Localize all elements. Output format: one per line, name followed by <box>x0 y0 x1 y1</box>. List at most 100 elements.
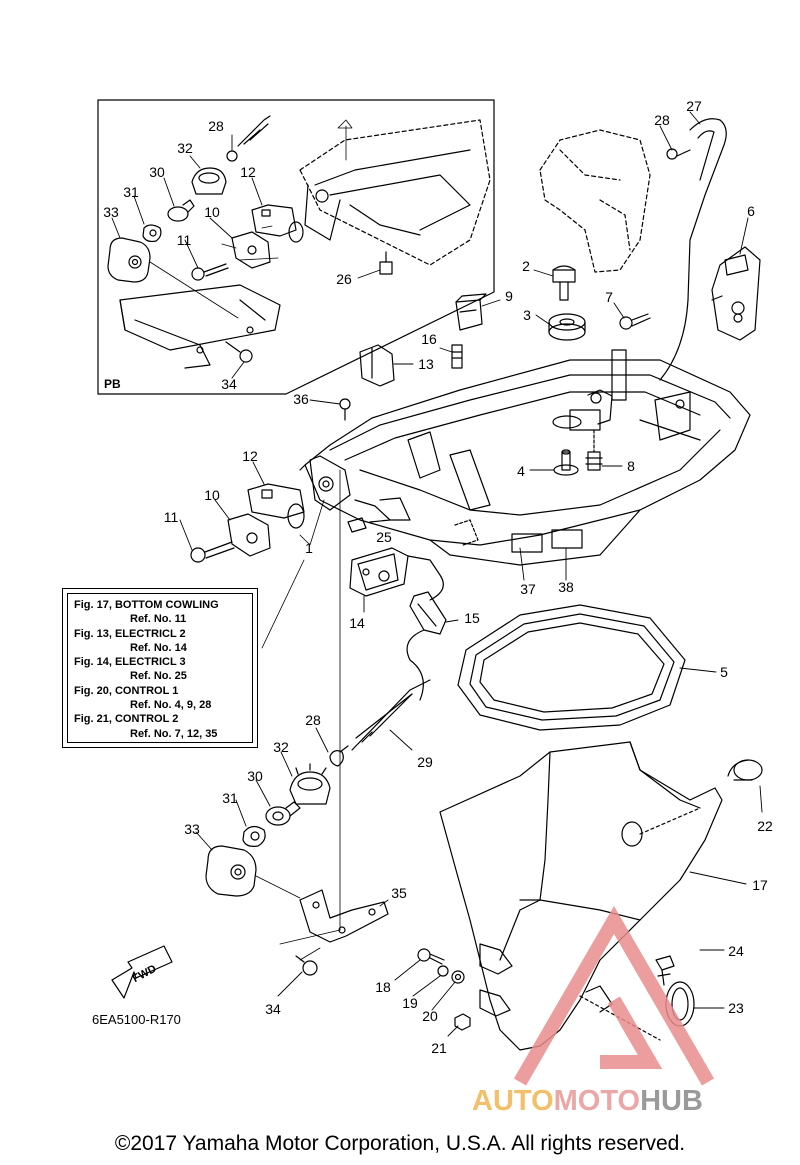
callout-17: 17 <box>752 877 768 893</box>
part-9 <box>455 293 487 331</box>
inset-part-32 <box>191 167 227 195</box>
part-15 <box>409 591 447 635</box>
part-2 <box>552 265 576 301</box>
callout-33b: 33 <box>184 821 200 837</box>
part-25 <box>347 517 367 533</box>
callout-10a: 10 <box>204 204 220 220</box>
callout-12b: 12 <box>242 448 258 464</box>
part-22 <box>727 759 763 781</box>
callout-5: 5 <box>720 664 728 680</box>
watermark-hub: HUB <box>640 1085 703 1117</box>
callout-24: 24 <box>728 943 744 959</box>
reference-line: Ref. No. 11 <box>130 613 187 626</box>
inset-leaders <box>149 119 353 319</box>
reference-line: Ref. No. 25 <box>130 670 187 683</box>
part-33b <box>205 845 257 897</box>
callout-28b: 28 <box>654 112 670 128</box>
part-19 <box>437 965 449 977</box>
part-13 <box>359 344 395 387</box>
part-20 <box>451 970 465 984</box>
part-21 <box>454 1013 471 1031</box>
callout-31a: 31 <box>123 184 139 200</box>
reference-line: Ref. No. 7, 12, 35 <box>130 727 218 740</box>
inset-part-28a <box>226 115 271 162</box>
callout-20: 20 <box>422 1008 438 1024</box>
callout-8: 8 <box>627 458 635 474</box>
callout-18: 18 <box>375 979 391 995</box>
callout-26: 26 <box>336 271 352 287</box>
callout-7: 7 <box>605 289 613 305</box>
callout-25: 25 <box>376 529 392 545</box>
callout-30a: 30 <box>149 164 165 180</box>
watermark-auto: AUTO <box>472 1085 554 1117</box>
reference-line: Ref. No. 4, 9, 28 <box>130 699 212 712</box>
callout-leaders <box>111 111 763 1037</box>
callout-33a: 33 <box>103 204 119 220</box>
part-28c <box>329 750 344 767</box>
callout-32a: 32 <box>177 140 193 156</box>
part-10b <box>227 513 271 557</box>
reference-line: Ref. No. 14 <box>130 641 187 654</box>
callout-37: 37 <box>520 581 536 597</box>
callout-22: 22 <box>757 818 773 834</box>
callout-30b: 30 <box>247 768 263 784</box>
part-code: 6EA5100-R170 <box>92 1012 181 1027</box>
callout-11b: 11 <box>163 509 179 525</box>
inset-part-33 <box>107 237 151 283</box>
part-17-casing <box>439 741 723 1051</box>
leader-1 <box>261 469 341 931</box>
callout-35: 35 <box>391 885 407 901</box>
part-14 <box>349 547 409 597</box>
callout-29: 29 <box>417 754 433 770</box>
copyright: ©2017 Yamaha Motor Corporation, U.S.A. A… <box>114 1132 686 1155</box>
part-16 <box>451 344 463 369</box>
callout-34b: 34 <box>265 1001 281 1017</box>
callout-28c: 28 <box>305 712 321 728</box>
callout-14: 14 <box>349 615 365 631</box>
reference-line: Fig. 21, CONTROL 2 <box>74 713 179 726</box>
part-31b <box>242 825 266 847</box>
part-34b <box>295 955 318 976</box>
inset-box <box>97 99 495 395</box>
bottom-cowling-tray <box>299 349 751 566</box>
part-36 <box>339 398 351 421</box>
part-30b <box>265 801 301 826</box>
callout-38: 38 <box>558 579 574 595</box>
part-11b <box>190 541 235 563</box>
callout-19: 19 <box>402 995 418 1011</box>
reference-line: Fig. 13, ELECTRICL 2 <box>74 627 186 640</box>
callout-31b: 31 <box>222 790 238 806</box>
part-35 <box>299 889 389 943</box>
reference-line: Fig. 14, ELECTRICL 3 <box>74 656 186 669</box>
callout-16: 16 <box>421 331 437 347</box>
part-4 <box>553 449 579 476</box>
callout-9: 9 <box>505 288 513 304</box>
part-28b <box>666 148 691 160</box>
callout-2: 2 <box>522 258 530 274</box>
watermark-text: AUTOMOTOHUB <box>472 1085 703 1118</box>
engine-outline <box>539 129 651 273</box>
callout-1: 1 <box>305 540 313 556</box>
callout-10b: 10 <box>204 487 220 503</box>
part-27-hose <box>659 118 727 381</box>
watermark-moto: MOTO <box>553 1085 641 1117</box>
inset-part-12 <box>251 204 304 243</box>
callout-34a: 34 <box>221 376 237 392</box>
inset-part-30 <box>167 199 195 222</box>
inset-label: PB <box>104 377 121 391</box>
wire-harness <box>406 555 444 701</box>
part-29-cable <box>339 679 431 753</box>
callout-12a: 12 <box>240 164 256 180</box>
inset-part-34 <box>225 341 253 363</box>
part-12b <box>247 483 305 529</box>
reference-line: Fig. 17, BOTTOM COWLING <box>74 599 219 611</box>
part-7 <box>619 313 651 330</box>
part-5-seal <box>457 604 686 731</box>
callout-13: 13 <box>418 356 434 372</box>
part-24 <box>655 955 675 986</box>
callout-6: 6 <box>747 203 755 219</box>
inset-part-26 <box>379 251 393 275</box>
